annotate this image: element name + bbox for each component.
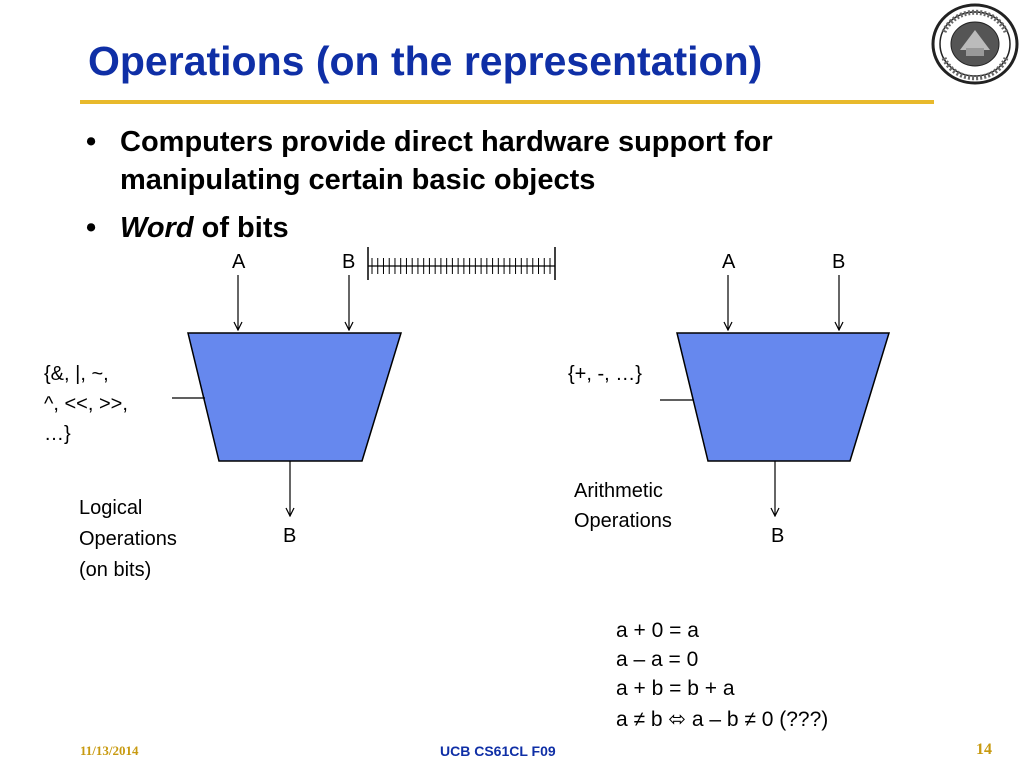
right-input-b-label: B — [832, 251, 846, 273]
footer-course: UCB CS61CL F09 — [440, 743, 556, 759]
alu-shape — [676, 332, 891, 462]
arithmetic-alu — [660, 275, 891, 516]
left-caption-line1: Logical — [79, 497, 143, 519]
identity-1: a + 0 = a — [616, 619, 699, 642]
title-underline — [80, 100, 934, 104]
right-output-label: B — [771, 525, 785, 547]
left-caption-line2: Operations — [79, 528, 177, 550]
footer-page-number: 14 — [976, 741, 992, 758]
identity-2: a – a = 0 — [616, 648, 699, 671]
slide-title: Operations (on the representation) — [88, 38, 763, 84]
right-caption-line2: Operations — [574, 510, 672, 532]
right-caption-line1: Arithmetic — [574, 480, 663, 502]
footer-date: 11/13/2014 — [80, 743, 139, 758]
logical-alu — [172, 275, 403, 516]
bullet-text-line2: manipulating certain basic objects — [120, 164, 596, 196]
bullet-dot: • — [86, 126, 97, 158]
identity-3: a + b = b + a — [616, 677, 735, 700]
bullet-text: Word of bits — [120, 210, 289, 246]
right-input-a-label: A — [722, 251, 736, 273]
left-input-a-label: A — [232, 251, 246, 273]
left-ops-line2: ^, <<, >>, — [44, 393, 128, 415]
left-input-b-label: B — [342, 251, 356, 273]
left-ops-line1: {&, |, ~, — [44, 363, 109, 385]
bullet-text-line1: Computers provide direct hardware suppor… — [120, 126, 773, 158]
bullet-italic-word: Word — [120, 212, 194, 244]
word-of-bits-bar — [367, 247, 556, 280]
identity-4: a ≠ b ⬄ a – b ≠ 0 (???) — [616, 708, 829, 731]
university-seal-logo — [931, 3, 1019, 85]
alu-shape — [187, 332, 403, 462]
left-caption-line3: (on bits) — [79, 559, 152, 581]
left-output-label: B — [283, 525, 297, 547]
bullet-dot: • — [86, 212, 97, 244]
left-ops-line3: …} — [44, 423, 71, 445]
bullet-rest: of bits — [193, 212, 289, 244]
right-ops-label: {+, -, …} — [568, 363, 642, 385]
